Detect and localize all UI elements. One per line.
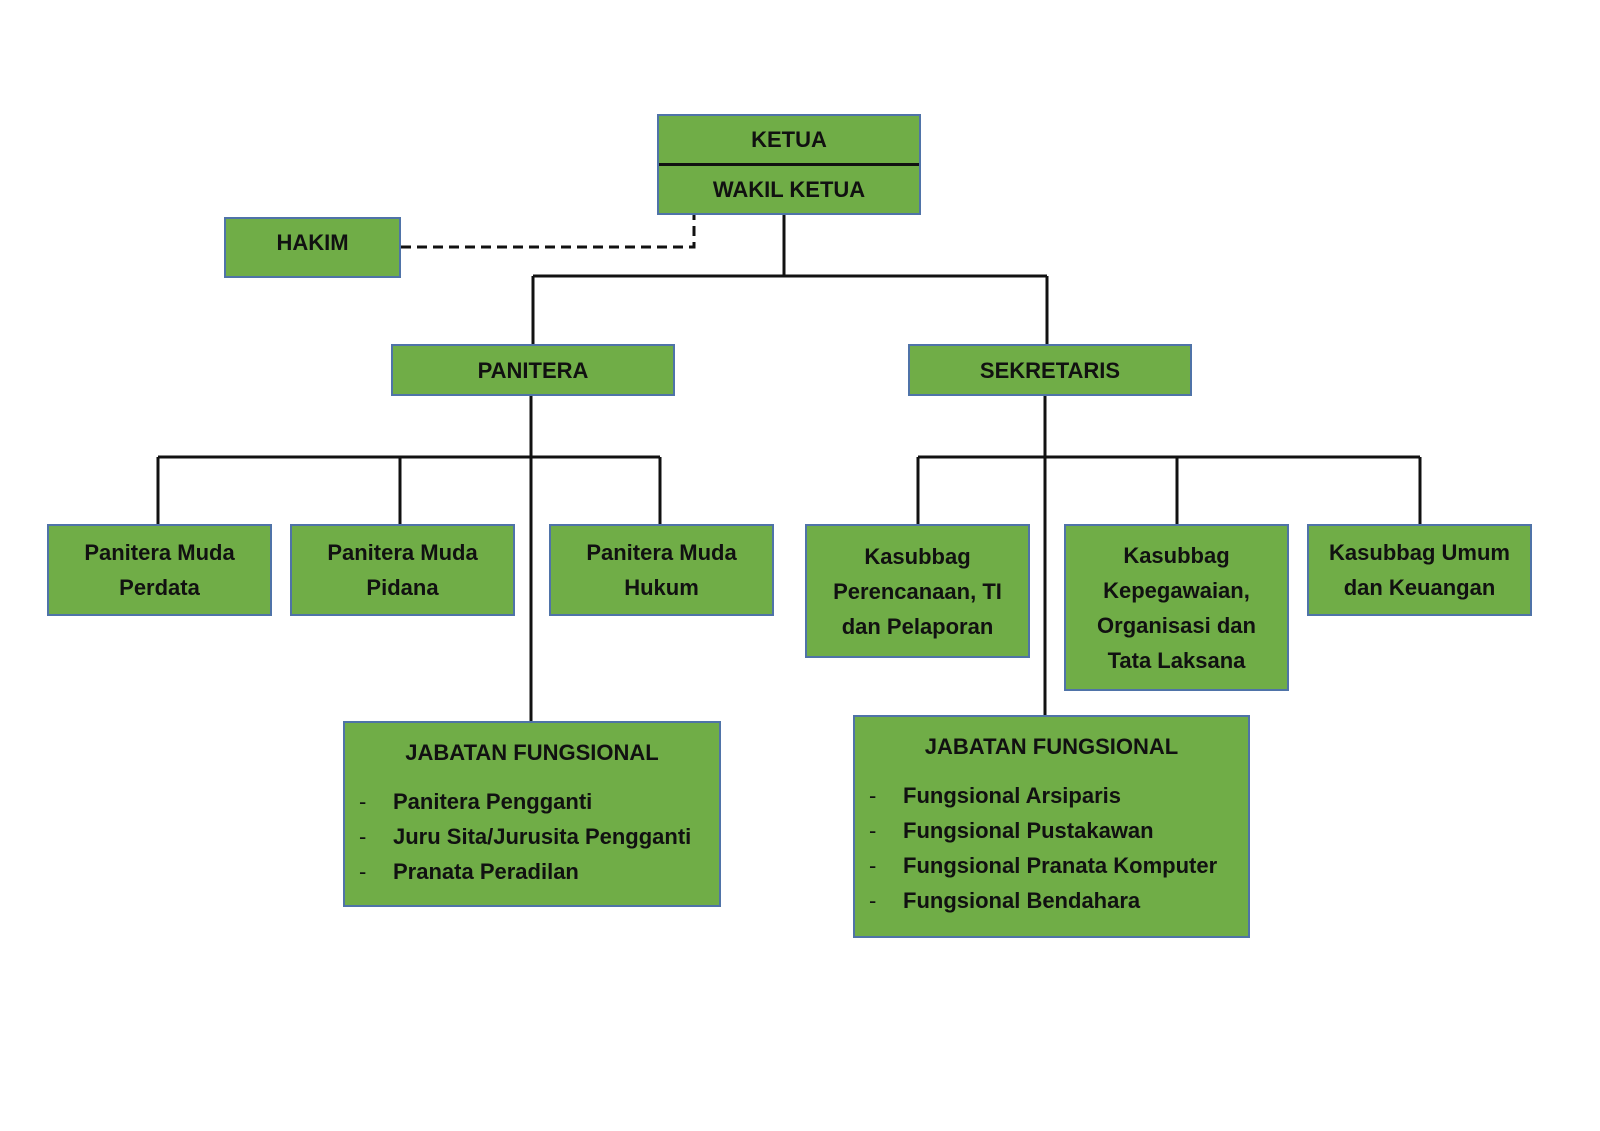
box-line: Kasubbag Umum: [1329, 540, 1510, 565]
kasubbag-kepegawaian-box: Kasubbag Kepegawaian, Organisasi dan Tat…: [1064, 524, 1289, 691]
list-item: - Panitera Pengganti: [359, 784, 719, 819]
panitera-muda-perdata-box: Panitera Muda Perdata: [47, 524, 272, 616]
list-marker: -: [359, 824, 367, 849]
box-line: Kasubbag: [864, 543, 971, 569]
list-item-text: Pranata Peradilan: [393, 859, 579, 884]
list-marker: -: [869, 818, 877, 843]
fungsional-list: - Panitera Pengganti - Juru Sita/Jurusita …: [345, 784, 719, 889]
box-line: Panitera Muda: [327, 540, 478, 565]
list-marker: -: [869, 783, 877, 808]
fungsional-title: JABATAN FUNGSIONAL: [405, 740, 659, 765]
list-item: - Juru Sita/Jurusita Pengganti: [359, 819, 719, 854]
panitera-label: PANITERA: [477, 357, 589, 383]
list-item: - Fungsional Pustakawan: [869, 813, 1248, 848]
jabatan-fungsional-sekretaris-box: JABATAN FUNGSIONAL - Fungsional Arsiparis…: [853, 715, 1250, 938]
panitera-muda-pidana-box: Panitera Muda Pidana: [290, 524, 515, 616]
ketua-divider: [659, 163, 919, 166]
list-item-text: Fungsional Arsiparis: [903, 783, 1122, 808]
fungsional-list: - Fungsional Arsiparis - Fungsional Pustak…: [855, 778, 1248, 918]
list-item: - Fungsional Bendahara: [869, 883, 1248, 918]
box-line: dan Keuangan: [1343, 575, 1496, 600]
list-marker: -: [359, 859, 367, 884]
box-line: Perdata: [119, 575, 200, 600]
sekretaris-label: SEKRETARIS: [979, 357, 1121, 383]
fungsional-title: JABATAN FUNGSIONAL: [924, 734, 1179, 759]
list-item: - Fungsional Pranata Komputer: [869, 848, 1248, 883]
box-line: Perencanaan, TI: [833, 578, 1002, 604]
list-item-text: Panitera Pengganti: [393, 789, 593, 814]
box-line: Kepegawaian,: [1103, 577, 1250, 603]
list-marker: -: [359, 789, 367, 814]
list-item: - Fungsional Arsiparis: [869, 778, 1248, 813]
box-line: Pidana: [366, 575, 439, 600]
box-line: Hukum: [624, 575, 699, 600]
box-line: Panitera Muda: [84, 540, 235, 565]
list-item-text: Fungsional Pustakawan: [903, 818, 1154, 843]
box-line: Organisasi dan: [1097, 612, 1256, 638]
list-marker: -: [869, 853, 877, 878]
kasubbag-umum-box: Kasubbag Umum dan Keuangan: [1307, 524, 1532, 616]
list-item-text: Juru Sita/Jurusita Pengganti: [393, 824, 692, 849]
connector-hakim-dashed: [401, 215, 696, 249]
panitera-box: PANITERA: [391, 344, 675, 396]
ketua-box: KETUA WAKIL KETUA: [657, 114, 921, 215]
wakil-ketua-label: WAKIL KETUA: [712, 176, 866, 202]
kasubbag-perencanaan-box: Kasubbag Perencanaan, TI dan Pelaporan: [805, 524, 1030, 658]
list-item-text: Fungsional Bendahara: [903, 888, 1141, 913]
box-line: Kasubbag: [1123, 542, 1230, 568]
list-marker: -: [869, 888, 877, 913]
box-line: Tata Laksana: [1107, 647, 1246, 673]
box-line: Panitera Muda: [586, 540, 737, 565]
jabatan-fungsional-panitera-box: JABATAN FUNGSIONAL - Panitera Pengganti -…: [343, 721, 721, 907]
panitera-muda-hukum-box: Panitera Muda Hukum: [549, 524, 774, 616]
sekretaris-box: SEKRETARIS: [908, 344, 1192, 396]
hakim-label: HAKIM: [276, 230, 349, 255]
box-line: dan Pelaporan: [841, 613, 994, 639]
list-item-text: Fungsional Pranata Komputer: [903, 853, 1218, 878]
hakim-box: HAKIM: [224, 217, 401, 278]
ketua-label: KETUA: [751, 127, 827, 153]
list-item: - Pranata Peradilan: [359, 854, 719, 889]
